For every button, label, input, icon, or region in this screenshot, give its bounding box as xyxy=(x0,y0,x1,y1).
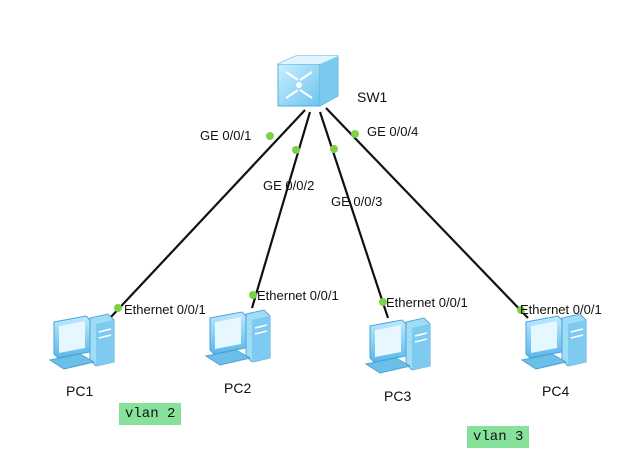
pc4-icon[interactable] xyxy=(521,313,587,370)
port-label-ge001: GE 0/0/1 xyxy=(200,128,252,143)
pc4-port-label: Ethernet 0/0/1 xyxy=(520,302,602,317)
pc1-icon[interactable] xyxy=(49,313,115,370)
pc4-label: PC4 xyxy=(542,383,570,399)
port-dot-ge003 xyxy=(330,145,338,153)
port-label-ge003: GE 0/0/3 xyxy=(331,194,383,209)
pc2-port-label: Ethernet 0/0/1 xyxy=(257,288,339,303)
link-pc2 xyxy=(250,111,312,309)
link-pc1 xyxy=(109,109,306,319)
port-dot-ge001 xyxy=(266,132,274,140)
pc2-icon[interactable] xyxy=(205,309,271,366)
pc3-icon[interactable] xyxy=(365,317,431,374)
pc3-port-label: Ethernet 0/0/1 xyxy=(386,295,468,310)
port-dot-pc1 xyxy=(114,304,122,312)
port-dot-ge004 xyxy=(351,130,359,138)
port-dot-pc2 xyxy=(249,291,257,299)
vlan3-badge: vlan 3 xyxy=(467,426,530,448)
port-label-ge002: GE 0/0/2 xyxy=(263,178,315,193)
port-dot-pc4 xyxy=(517,306,525,314)
vlan2-badge: vlan 2 xyxy=(119,403,182,425)
port-dot-ge002 xyxy=(292,146,300,154)
pc2-label: PC2 xyxy=(224,380,252,396)
port-label-ge004: GE 0/0/4 xyxy=(367,124,419,139)
pc1-label: PC1 xyxy=(66,383,94,399)
pc1-port-label: Ethernet 0/0/1 xyxy=(124,302,206,317)
link-pc4 xyxy=(325,107,529,319)
switch-icon[interactable] xyxy=(277,55,339,107)
port-dot-pc3 xyxy=(379,298,387,306)
switch-label: SW1 xyxy=(357,89,388,105)
pc3-label: PC3 xyxy=(384,388,412,404)
